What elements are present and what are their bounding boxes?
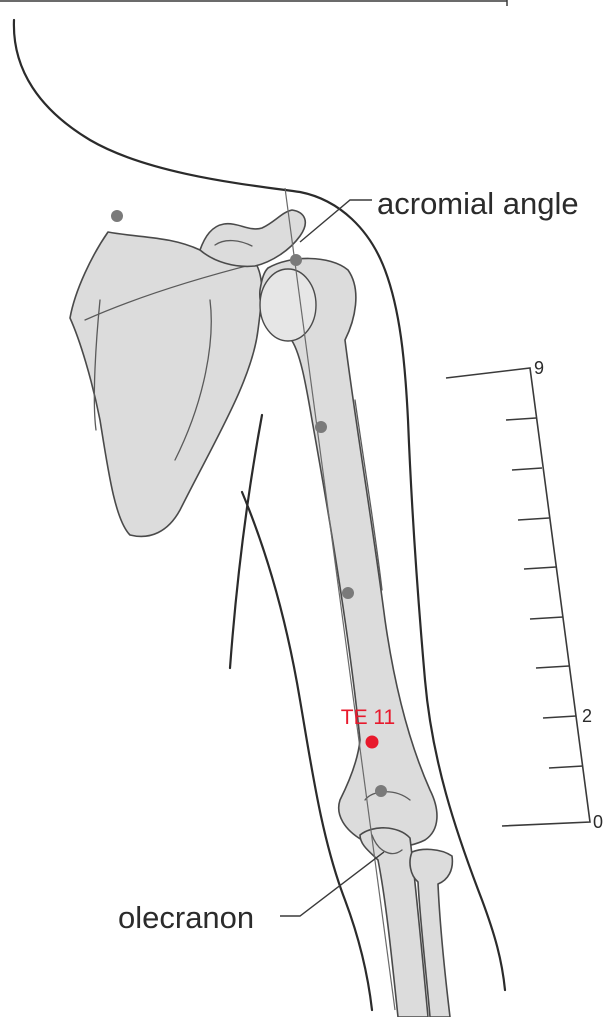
scale-tick-2 — [543, 716, 576, 718]
scale-label-bottom: 0 — [593, 812, 603, 832]
highlight-point-te11 — [366, 736, 379, 749]
scale-label-mid: 2 — [582, 706, 592, 726]
scapula — [70, 232, 262, 536]
scale-tick-3 — [536, 666, 569, 668]
scale-tick-8 — [506, 418, 536, 420]
acromial-angle-label: acromial angle — [377, 186, 579, 221]
inner-arm-outline-upper — [230, 415, 262, 668]
scale-tick-5 — [524, 567, 556, 569]
reference-point-scapula — [111, 210, 123, 222]
shoulder-arm-outline — [14, 20, 505, 990]
reference-point-shoulder — [290, 254, 302, 266]
measurement-scale-ticks — [506, 418, 583, 768]
measurement-scale-frame — [446, 368, 590, 826]
humeral-head — [260, 269, 316, 341]
scale-tick-7 — [512, 468, 542, 470]
scale-label-top: 9 — [534, 358, 544, 378]
scale-tick-6 — [518, 518, 549, 520]
scale-tick-1 — [549, 766, 583, 768]
olecranon-label: olecranon — [118, 900, 254, 935]
reference-point-mid-arm — [342, 587, 354, 599]
reference-point-elbow — [375, 785, 387, 797]
scale-tick-4 — [530, 617, 563, 619]
reference-point-upper-arm — [315, 421, 327, 433]
point-label: TE 11 — [341, 706, 395, 729]
humerus — [260, 258, 437, 846]
